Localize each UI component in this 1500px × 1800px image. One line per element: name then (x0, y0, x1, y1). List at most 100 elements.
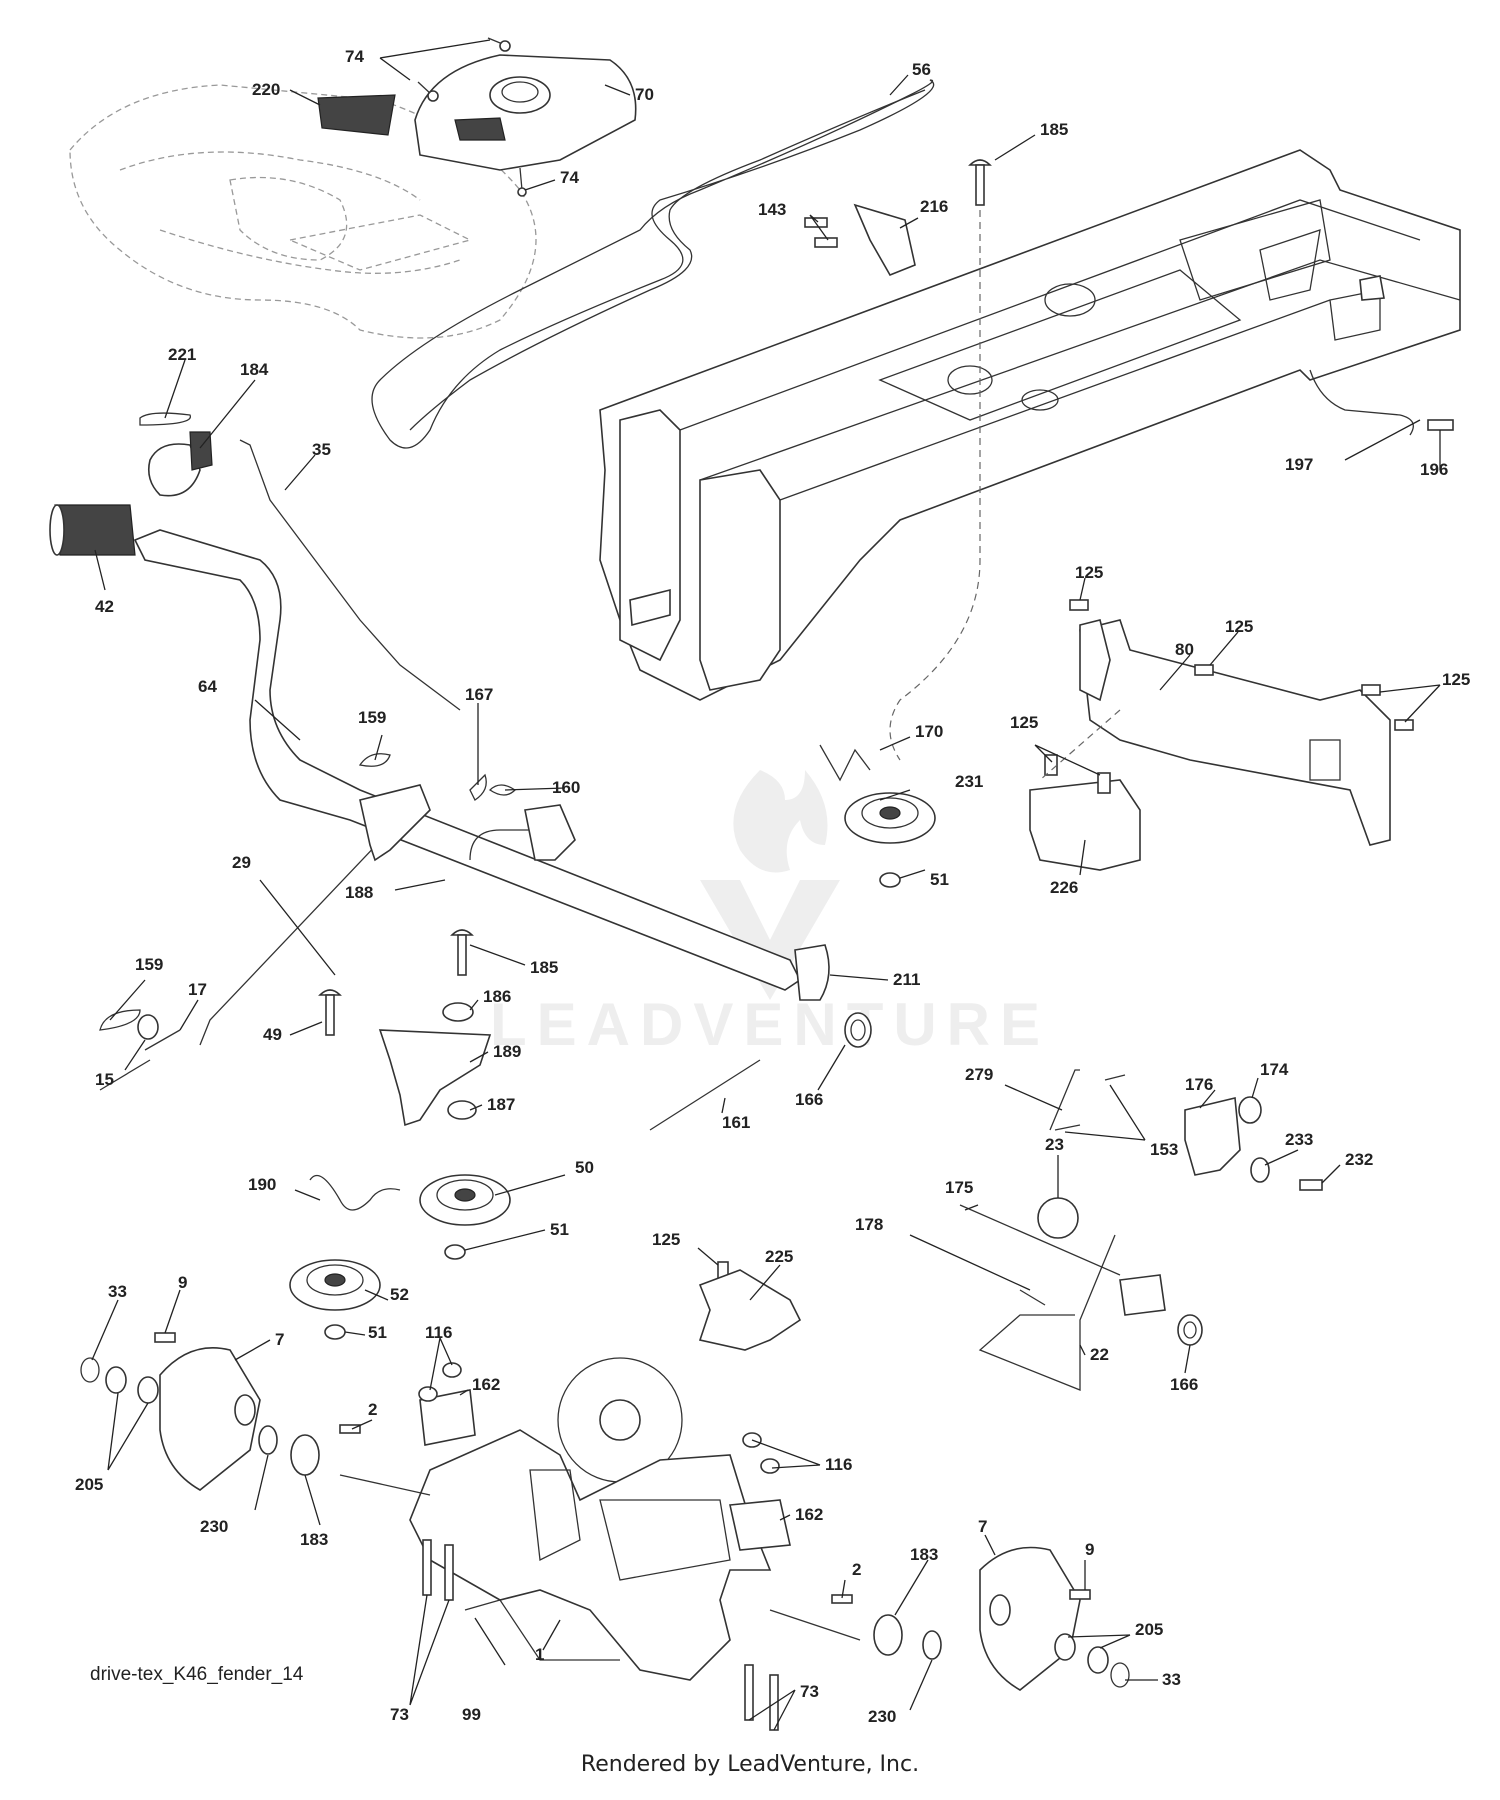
carriage-bolt-185 (968, 159, 992, 206)
callout-70: 70 (635, 85, 654, 104)
rod-197 (1309, 369, 1414, 436)
lever-279 (1049, 1069, 1080, 1131)
callout-190: 190 (248, 1175, 276, 1194)
bolt-196 (1427, 419, 1454, 431)
console-cover (414, 54, 637, 171)
nuts-116 (418, 1362, 780, 1474)
callout-49: 49 (263, 1025, 282, 1044)
callout-186: 186 (483, 987, 511, 1006)
callout-170: 170 (915, 722, 943, 741)
wheel-hub-7 (159, 1347, 261, 1491)
callout-125: 125 (1225, 617, 1253, 636)
callout-232: 232 (1345, 1150, 1373, 1169)
callout-116: 116 (425, 1323, 452, 1342)
spring-17 (99, 1029, 181, 1091)
pulley-52 (289, 1259, 381, 1311)
callout-183: 183 (910, 1545, 938, 1564)
callout-185: 185 (530, 958, 558, 977)
callout-51: 51 (550, 1220, 569, 1239)
grip-pad (317, 94, 396, 136)
callout-279: 279 (965, 1065, 993, 1084)
bracket-176 (1184, 1097, 1241, 1176)
callout-51: 51 (368, 1323, 387, 1342)
callout-162: 162 (795, 1505, 823, 1524)
fender-outline (69, 84, 537, 339)
callout-175: 175 (945, 1178, 973, 1197)
ball-23 (1037, 1197, 1079, 1239)
diagram-reference-id: drive-tex_K46_fender_14 (90, 1664, 304, 1685)
callout-125: 125 (652, 1230, 680, 1249)
callout-7: 7 (275, 1330, 284, 1349)
bracket-80 (1079, 619, 1391, 846)
callout-125: 125 (1010, 713, 1038, 732)
callout-51: 51 (930, 870, 949, 889)
rod-99 (464, 1599, 620, 1661)
bracket-216 (853, 203, 916, 277)
callout-183: 183 (300, 1530, 328, 1549)
callout-230: 230 (868, 1707, 896, 1726)
callout-35: 35 (312, 440, 331, 459)
callout-178: 178 (855, 1215, 883, 1234)
callout-211: 211 (893, 970, 920, 989)
callout-205: 205 (75, 1475, 103, 1494)
callout-166: 166 (795, 1090, 823, 1109)
rod-188 (469, 829, 570, 861)
leader-lines (91, 39, 1441, 1731)
callout-161: 161 (722, 1113, 750, 1132)
rendered-by-footer: Rendered by LeadVenture, Inc. (580, 1752, 920, 1777)
callout-23: 23 (1045, 1135, 1064, 1154)
callout-73: 73 (800, 1682, 819, 1701)
callout-174: 174 (1260, 1060, 1289, 1079)
washer-174 (1238, 1096, 1262, 1124)
idler-wire-170 (819, 744, 871, 782)
callout-160: 160 (552, 778, 580, 797)
callout-33: 33 (1162, 1670, 1181, 1689)
washer-187 (447, 1100, 477, 1120)
spring-178 (1019, 1289, 1046, 1306)
callout-166: 166 (1170, 1375, 1198, 1394)
callout-9: 9 (1085, 1540, 1094, 1559)
keys-2 (339, 1424, 853, 1604)
drive-belt (371, 79, 935, 449)
callout-233: 233 (1285, 1130, 1313, 1149)
clip-167 (469, 773, 487, 801)
callout-231: 231 (955, 772, 983, 791)
watermark-text: LEADVENTURE (490, 991, 1050, 1058)
bushing-186 (442, 1002, 474, 1022)
callout-29: 29 (232, 853, 251, 872)
pulley-231 (844, 792, 936, 844)
guard-225 (698, 1269, 802, 1351)
callout-221: 221 (168, 345, 196, 364)
washer-166 (844, 1012, 1203, 1346)
callout-185: 185 (1040, 120, 1068, 139)
callout-116: 116 (825, 1455, 852, 1474)
callout-50: 50 (575, 1158, 594, 1177)
pulley-50 (419, 1174, 511, 1226)
screw-74 (417, 37, 527, 197)
callout-226: 226 (1050, 878, 1078, 897)
bushing-211 (794, 944, 830, 1001)
callout-197: 197 (1285, 455, 1313, 474)
callout-125: 125 (1442, 670, 1470, 689)
cotter-pin-159 (358, 753, 391, 767)
callout-1: 1 (535, 1645, 544, 1664)
callout-167: 167 (465, 685, 493, 704)
bushings-183 (290, 1434, 903, 1656)
spring-161 (649, 1059, 761, 1131)
callout-184: 184 (240, 360, 269, 379)
callout-216: 216 (920, 197, 948, 216)
clips-33 (80, 1357, 1130, 1688)
bolt-185b (450, 929, 474, 976)
callout-74: 74 (345, 47, 364, 66)
wheel-hub-7b (979, 1546, 1081, 1691)
callout-99: 99 (462, 1705, 481, 1724)
callout-125: 125 (1075, 563, 1103, 582)
bolt-49 (318, 989, 342, 1036)
wire-190 (309, 1174, 401, 1211)
watermark-logo: LEADVENTURE (490, 770, 1050, 1058)
callout-15: 15 (95, 1070, 114, 1089)
callout-17: 17 (188, 980, 207, 999)
callout-153: 153 (1150, 1140, 1178, 1159)
cotter-pin-159b (99, 1009, 141, 1031)
callout-205: 205 (1135, 1620, 1163, 1639)
